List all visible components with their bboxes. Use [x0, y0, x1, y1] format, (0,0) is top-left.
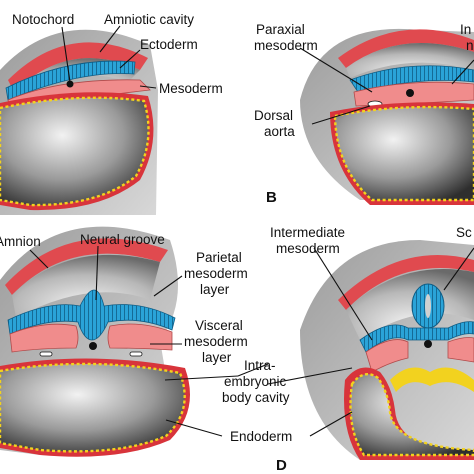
panel-d-gut — [390, 367, 474, 392]
label-parietal-2: mesoderm — [184, 266, 248, 281]
panel-d-ectoderm — [359, 321, 474, 353]
leader-lines — [29, 25, 474, 437]
label-neural-groove: Neural groove — [80, 232, 165, 247]
labels: Notochord Amniotic cavity Ectoderm Mesod… — [0, 12, 474, 474]
label-amniotic-cavity: Amniotic cavity — [104, 12, 194, 27]
label-ectoderm: Ectoderm — [140, 37, 198, 52]
leader-endoderm-left — [165, 419, 223, 437]
label-intra-2: embryonic — [224, 374, 287, 389]
leader-notochord — [61, 26, 71, 83]
label-mesoderm: Mesoderm — [159, 81, 223, 96]
panel-d-mesoderm-left — [365, 339, 409, 373]
label-visceral-2: mesoderm — [184, 334, 248, 349]
leader-neural-groove — [95, 245, 99, 301]
label-dorsal-1: Dorsal — [254, 108, 293, 123]
leader-endoderm-right — [309, 411, 353, 437]
panel-letter-d: D — [276, 457, 287, 474]
label-intermediate-1: Intermediate — [270, 225, 345, 240]
label-parietal-1: Parietal — [196, 250, 242, 265]
panel-c-aorta-left — [39, 351, 53, 357]
panel-a — [0, 29, 158, 215]
label-intra-3: body cavity — [222, 390, 290, 405]
label-intermediate-2: mesoderm — [276, 241, 340, 256]
label-paraxial-2: mesoderm — [254, 38, 318, 53]
leader-paraxial — [299, 47, 373, 93]
label-intra-1: Intra- — [244, 358, 276, 373]
leader-dorsal-aorta — [311, 105, 371, 125]
panel-b — [300, 28, 474, 205]
panel-d-cavity — [346, 269, 474, 340]
panel-c-mesoderm-left — [9, 323, 79, 353]
label-cut-top-right-1: In — [460, 22, 471, 37]
label-visceral-3: layer — [202, 350, 232, 365]
leader-intra-3 — [267, 367, 353, 385]
panel-b-amniotic-dome — [338, 29, 474, 68]
panel-d-yolk — [349, 372, 474, 457]
label-paraxial-1: Paraxial — [256, 22, 305, 37]
label-cut-top-right-2: n — [466, 38, 474, 53]
panel-c-amnion — [5, 238, 168, 295]
panel-d-neural-canal — [425, 294, 431, 318]
panel-letter-b: B — [266, 189, 277, 206]
panel-a-ectoderm — [5, 60, 136, 101]
panel-b-amniotic-cavity — [346, 43, 474, 78]
panel-b-yolk — [333, 105, 474, 202]
panel-c-ectoderm — [7, 289, 176, 341]
panel-c-notochord — [89, 342, 97, 350]
panel-d-amnion — [338, 255, 474, 310]
panel-c-yolk — [0, 362, 186, 453]
leader-intermediate — [313, 247, 373, 341]
leader-sc — [443, 247, 474, 291]
leader-amniotic-cavity — [99, 25, 121, 53]
label-endoderm: Endoderm — [230, 429, 292, 444]
leader-amnion — [29, 249, 49, 269]
leader-top-right-cut — [451, 59, 474, 85]
leader-intra — [237, 363, 269, 377]
panel-a-notochord — [66, 80, 74, 88]
panel-a-yolk — [0, 96, 150, 207]
label-visceral-1: Visceral — [195, 318, 243, 333]
leader-ectoderm — [119, 49, 141, 69]
leader-parietal — [153, 275, 183, 297]
panel-c — [0, 226, 190, 457]
panel-c-aorta-right — [129, 351, 143, 357]
leader-intra-2 — [164, 375, 239, 381]
label-dorsal-2: aorta — [264, 124, 295, 139]
label-amnion: Amnion — [0, 234, 41, 249]
panel-d-mesoderm-right — [447, 337, 474, 363]
label-notochord: Notochord — [12, 12, 74, 27]
label-cut-sc: Sc — [456, 225, 472, 240]
panel-b-notochord — [406, 89, 414, 97]
leader-mesoderm — [139, 85, 157, 89]
panel-c-amniotic-cavity — [12, 254, 160, 318]
panel-a-amniotic-dome — [8, 42, 148, 92]
label-parietal-3: layer — [200, 282, 230, 297]
panel-d-notochord — [424, 340, 432, 348]
